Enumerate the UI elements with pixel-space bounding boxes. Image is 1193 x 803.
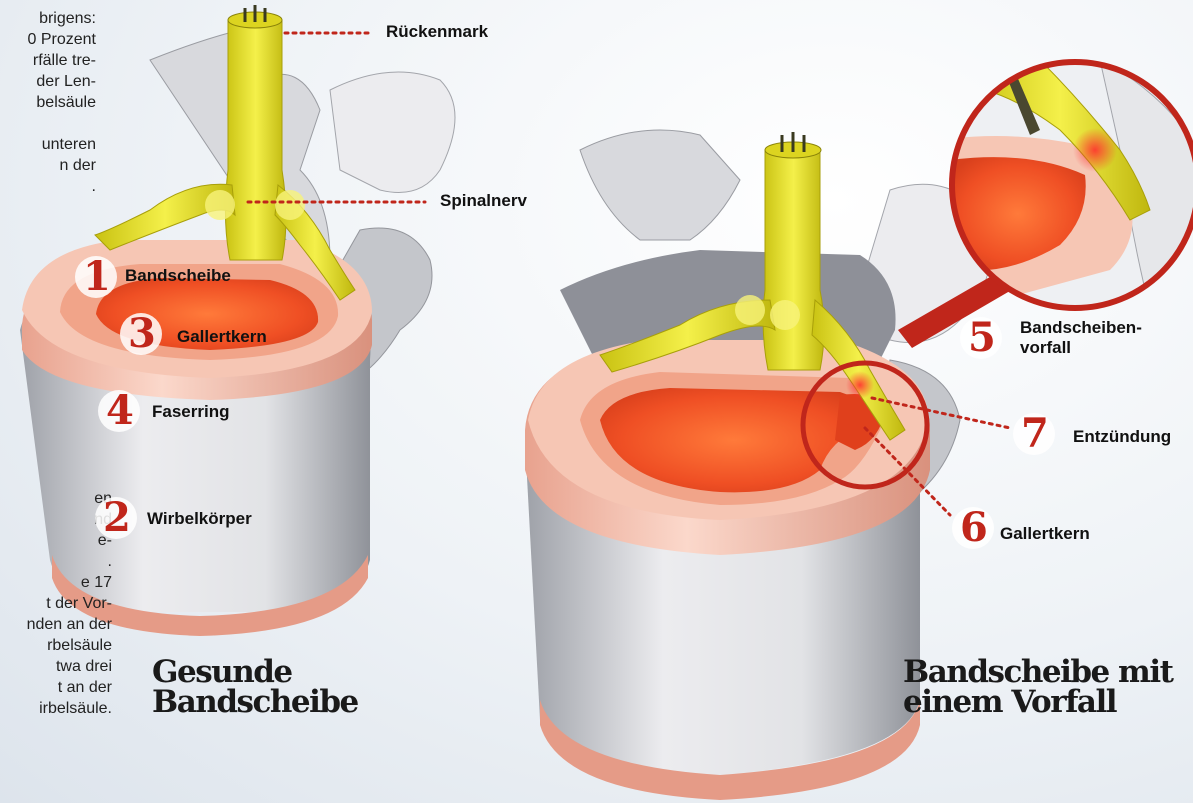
caption-healthy-line2: Bandscheibe [152,687,358,717]
number-3: 3 [128,314,156,354]
label-gallertkern-left: Gallertkern [177,327,267,347]
number-6: 6 [960,508,988,548]
label-spinalnerv: Spinalnerv [440,191,527,211]
label-entzuendung: Entzündung [1073,427,1171,447]
number-7: 7 [1021,414,1049,454]
number-2: 2 [103,498,131,538]
number-4: 4 [106,391,134,431]
caption-herniated-line1: Bandscheibe mit [903,657,1172,687]
number-5: 5 [968,318,996,358]
label-faserring: Faserring [152,402,229,422]
caption-herniated: Bandscheibe mit einem Vorfall [903,657,1172,717]
label-vorfall-line1: Bandscheiben- [1020,318,1142,338]
label-vorfall-line2: vorfall [1020,338,1142,358]
label-gallertkern-right: Gallertkern [1000,524,1090,544]
label-wirbelkoerper: Wirbelkörper [147,509,252,529]
label-rueckenmark: Rückenmark [386,22,488,42]
article-text-top: brigens: 0 Prozent rfälle tre- der Len- … [0,8,96,197]
caption-herniated-line2: einem Vorfall [903,687,1172,717]
caption-healthy: Gesunde Bandscheibe [152,657,358,717]
number-1: 1 [83,257,111,297]
label-vorfall: Bandscheiben- vorfall [1020,318,1142,358]
label-bandscheibe: Bandscheibe [125,266,231,286]
caption-healthy-line1: Gesunde [152,657,358,687]
